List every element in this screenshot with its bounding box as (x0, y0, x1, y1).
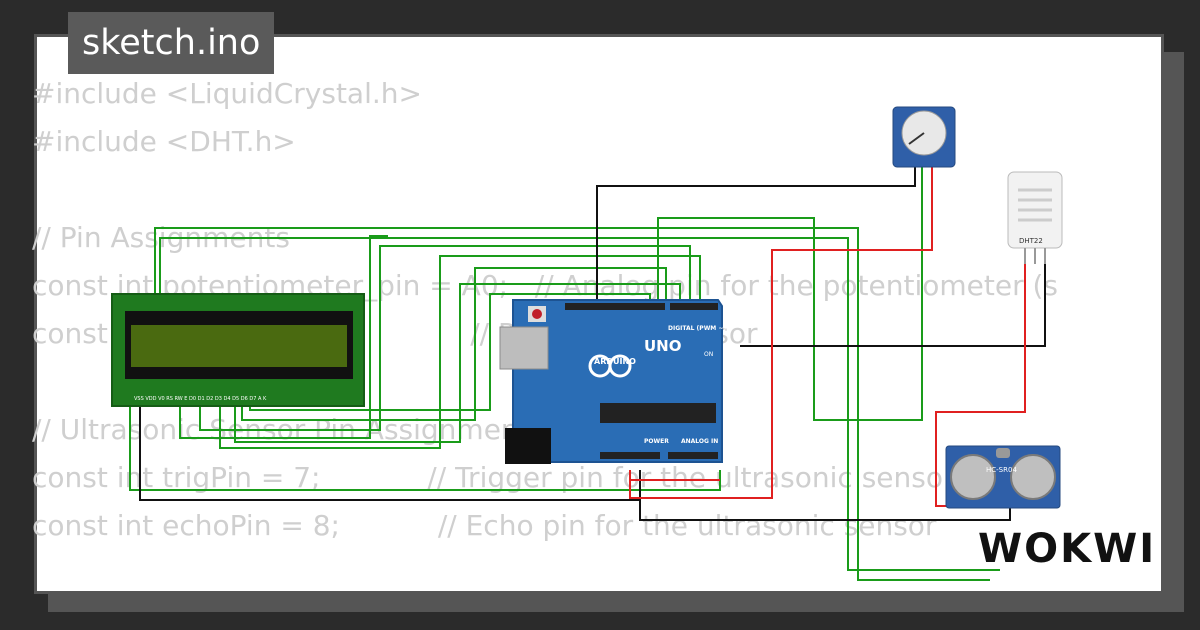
ultrasonic-transducer (950, 454, 996, 500)
wire-green (657, 165, 923, 421)
wire-green (234, 283, 681, 443)
wire-green (249, 293, 651, 411)
code-line: const int trigPin = 7; // Trigger pin fo… (32, 461, 955, 494)
wire-black (639, 470, 1011, 521)
arduino-uno[interactable]: UNO ARDUINO DIGITAL (PWM ~) POWER ANALOG… (499, 299, 726, 464)
wire-red (629, 470, 720, 481)
on-label: ON (704, 351, 713, 358)
ultrasonic-transducer (1010, 454, 1056, 500)
arduino-logo-icon (608, 354, 632, 378)
lcd-display[interactable]: VSS VDD V0 RS RW E D0 D1 D2 D3 D4 D5 D6 … (111, 293, 365, 407)
dht-label: DHT22 (1019, 237, 1043, 245)
code-preview: #include <LiquidCrystal.h> #include <DHT.… (32, 70, 1058, 550)
wire-green (219, 255, 701, 449)
wire-green (241, 267, 667, 421)
file-name-tab: sketch.ino (68, 12, 275, 74)
digital-label: DIGITAL (PWM ~) (668, 325, 726, 332)
ultrasonic-sensor[interactable]: HC-SR04 (945, 445, 1061, 509)
lcd-pin-labels: VSS VDD V0 RS RW E D0 D1 D2 D3 D4 D5 D6 … (134, 396, 267, 402)
digital-header (670, 303, 718, 310)
usb-port (499, 326, 549, 370)
arduino-model-label: UNO (644, 337, 682, 355)
dht22-sensor[interactable]: DHT22 (1007, 171, 1063, 264)
potentiometer[interactable] (892, 106, 956, 168)
power-jack (505, 428, 551, 464)
code-line: #include <LiquidCrystal.h> (32, 77, 422, 110)
pot-knob-indicator (908, 132, 925, 145)
code-line: const int echoPin = 8; // Echo pin for t… (32, 509, 937, 542)
wire-green (154, 227, 990, 581)
black-wires (139, 165, 1046, 521)
code-line: #include <DHT.h> (32, 125, 296, 158)
wire-green (179, 235, 388, 439)
analog-label: ANALOG IN (681, 438, 718, 445)
digital-header (565, 303, 665, 310)
wire-black (596, 165, 916, 305)
wire-black (740, 262, 1046, 347)
analog-header (668, 452, 718, 459)
wire-green (159, 237, 1000, 571)
lcd-screen (131, 325, 347, 367)
wokwi-logo: WOKWI (978, 526, 1157, 572)
power-label: POWER (644, 438, 669, 445)
wire-red (629, 165, 933, 499)
ultrasonic-crystal (996, 448, 1010, 458)
arduino-brand-label: ARDUINO (594, 357, 636, 366)
atmega-chip (600, 403, 716, 423)
reset-button-cap (532, 309, 542, 319)
power-header (600, 452, 660, 459)
ultrasonic-label: HC-SR04 (986, 466, 1017, 474)
